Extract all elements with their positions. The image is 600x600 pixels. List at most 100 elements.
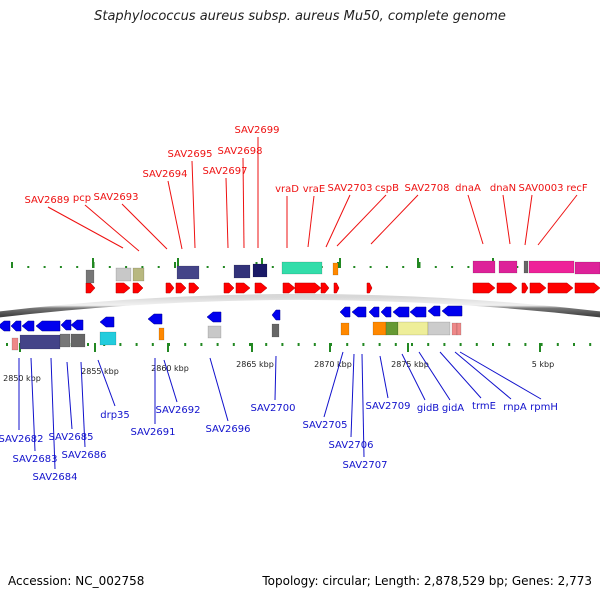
- forward-gene-label: SAV2703: [327, 183, 372, 194]
- forward-gene-arrow: [547, 282, 574, 294]
- reverse-gene-arrow: [147, 313, 163, 325]
- reverse-gene-arrow: [35, 320, 61, 332]
- forward-label-leader: [84, 204, 140, 252]
- reverse-gene-arrow: [271, 309, 281, 321]
- reverse-gene-label: gidA: [442, 403, 464, 414]
- reverse-label-leader: [350, 353, 355, 438]
- reverse-gene-arrow: [21, 320, 35, 332]
- forward-feature-box: [176, 265, 200, 280]
- forward-feature-box: [498, 260, 518, 274]
- reverse-gene-arrow: [427, 305, 441, 317]
- reverse-feature-box: [59, 333, 71, 348]
- forward-gene-arrow: [366, 282, 373, 294]
- reverse-gene-arrow: [0, 320, 11, 332]
- topology-text: Topology: circular; Length: 2,878,529 bp…: [262, 574, 592, 588]
- reverse-gene-arrow: [409, 306, 427, 318]
- reverse-label-leader: [361, 353, 365, 458]
- reverse-gene-arrow: [368, 306, 380, 318]
- reverse-label-leader: [454, 351, 512, 400]
- forward-gene-label: SAV2694: [142, 169, 187, 180]
- forward-gene-arrow: [294, 282, 322, 294]
- forward-label-leader: [370, 194, 419, 245]
- forward-gene-label: SAV2697: [202, 166, 247, 177]
- forward-label-leader: [537, 194, 578, 246]
- reverse-gene-arrow: [392, 306, 410, 318]
- forward-feature-box: [523, 260, 529, 274]
- reverse-label-leader: [323, 351, 344, 418]
- forward-feature-box: [132, 267, 145, 282]
- forward-gene-arrow: [223, 282, 235, 294]
- forward-gene-label: recF: [566, 183, 588, 194]
- reverse-feature-box: [99, 331, 117, 346]
- reverse-gene-arrow: [351, 306, 367, 318]
- reverse-feature-box: [385, 321, 399, 336]
- reverse-gene-label: SAV2707: [342, 460, 387, 471]
- forward-gene-arrow: [175, 282, 187, 294]
- reverse-gene-label: SAV2686: [61, 450, 106, 461]
- reverse-feature-box: [451, 322, 458, 336]
- reverse-feature-box: [158, 327, 165, 341]
- forward-gene-arrow: [254, 282, 268, 294]
- forward-feature-box: [281, 261, 323, 275]
- forward-gene-label: pcp: [73, 193, 91, 204]
- forward-feature-box: [85, 269, 95, 284]
- forward-gene-label: SAV2698: [217, 146, 262, 157]
- reverse-label-leader: [97, 359, 116, 407]
- forward-gene-arrow: [333, 282, 340, 294]
- reverse-gene-label: SAV2705: [302, 420, 347, 431]
- reverse-label-leader: [30, 357, 36, 452]
- forward-label-leader: [307, 195, 315, 248]
- reverse-label-leader: [163, 359, 178, 403]
- forward-gene-arrow: [165, 282, 175, 294]
- reverse-gene-label: SAV2696: [205, 424, 250, 435]
- forward-gene-label: dnaA: [455, 183, 481, 194]
- reverse-gene-label: SAV2683: [12, 454, 57, 465]
- forward-gene-label: vraD: [275, 184, 299, 195]
- reverse-label-leader: [50, 357, 56, 470]
- forward-label-leader: [467, 194, 484, 245]
- reverse-label-leader: [209, 357, 229, 422]
- reverse-gene-label: trmE: [472, 401, 496, 412]
- reverse-label-leader: [401, 353, 426, 401]
- forward-feature-box: [528, 260, 575, 274]
- reverse-feature-box: [207, 325, 222, 339]
- reverse-label-leader: [66, 361, 73, 430]
- reverse-gene-label: gidB: [417, 403, 439, 414]
- reverse-gene-label: SAV2684: [32, 472, 77, 483]
- forward-gene-arrow: [320, 282, 330, 294]
- reverse-gene-label: SAV2709: [365, 401, 410, 412]
- reverse-feature-box: [340, 322, 350, 336]
- forward-gene-arrow: [496, 282, 518, 294]
- forward-label-leader: [325, 194, 351, 248]
- reverse-gene-label: SAV2682: [0, 434, 44, 445]
- reverse-feature-box: [271, 323, 280, 338]
- reverse-label-leader: [418, 351, 451, 401]
- forward-gene-label: SAV2693: [93, 192, 138, 203]
- reverse-label-leader: [274, 355, 277, 401]
- reverse-gene-label: SAV2685: [48, 432, 93, 443]
- genome-backbone: [0, 294, 600, 318]
- forward-label-leader: [336, 194, 387, 247]
- reverse-gene-label: SAV2706: [328, 440, 373, 451]
- forward-gene-arrow: [188, 282, 200, 294]
- reverse-gene-arrow: [70, 319, 84, 331]
- forward-gene-arrow: [282, 282, 296, 294]
- forward-gene-label: vraE: [303, 184, 325, 195]
- forward-gene-label: cspB: [375, 183, 399, 194]
- forward-feature-box: [115, 267, 132, 282]
- reverse-gene-arrow: [441, 305, 463, 317]
- reverse-feature-box: [70, 333, 86, 348]
- reverse-feature-box: [372, 321, 387, 336]
- accession-text: Accession: NC_002758: [8, 574, 145, 588]
- reverse-label-leader: [80, 361, 86, 448]
- reverse-gene-label: SAV2692: [155, 405, 200, 416]
- forward-label-leader: [502, 194, 511, 245]
- reverse-gene-label: SAV2700: [250, 403, 295, 414]
- reverse-gene-arrow: [99, 316, 115, 328]
- scale-label: 2870 kbp: [314, 360, 352, 369]
- forward-feature-box: [233, 264, 251, 279]
- reverse-label-leader: [379, 355, 389, 399]
- reverse-feature-box: [456, 322, 462, 336]
